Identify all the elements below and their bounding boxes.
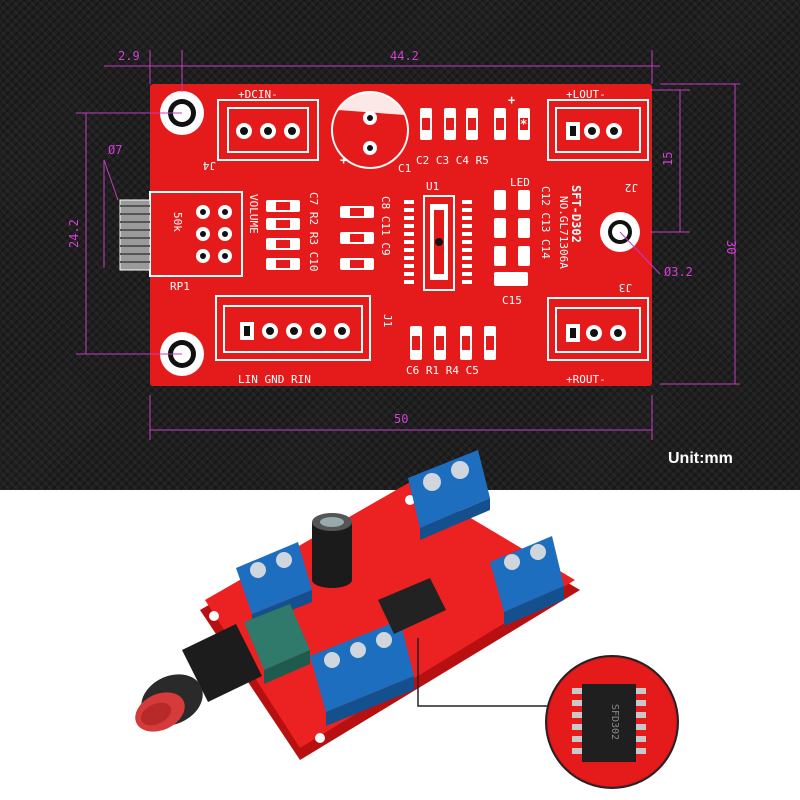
rp1-label: RP1 [170, 280, 190, 293]
capacitor-c1: + [331, 91, 409, 169]
dimension-lines [76, 50, 740, 440]
chip-u1-footprint [404, 195, 472, 291]
c15-label: C15 [502, 294, 522, 307]
dim-total-width: 50 [394, 412, 408, 426]
unit-label: Unit:mm [668, 450, 733, 467]
photo-chip [378, 578, 446, 634]
right-smd-column [494, 190, 530, 286]
dim-hole-dia2: Ø3.2 [664, 265, 693, 279]
dim-height-right: 30 [724, 240, 738, 254]
model-label: SFT-D302 [569, 185, 583, 243]
photo-capacitor [312, 513, 352, 588]
rout-label: +ROUT- [566, 373, 606, 386]
dim-hole-dia: Ø7 [108, 143, 122, 157]
photo-potentiometer [244, 604, 310, 684]
dim-hole-offset: 2.9 [118, 49, 140, 63]
photo-terminal-top [408, 450, 490, 540]
pcb-drawing: +DCIN- J4 + C1 + * C2 C3 C4 R5 LED [119, 84, 652, 386]
chip-marking: SFD302 [609, 704, 620, 740]
j1-label: J1 [381, 314, 394, 327]
potentiometer-rp1 [119, 191, 243, 277]
led-label: LED [510, 176, 530, 189]
dim-top-width: 44.2 [390, 49, 419, 63]
photo-knob [135, 624, 262, 732]
right-col-label: C12 C13 C14 [539, 186, 552, 259]
serial-label: NO.GL71306A [557, 196, 570, 269]
connector-j1 [215, 295, 371, 361]
connector-j2 [547, 99, 649, 161]
lout-label: +LOUT- [566, 88, 606, 101]
star-mark: * [520, 117, 527, 131]
dcin-label: +DCIN- [238, 88, 278, 101]
c1-label: C1 [398, 162, 411, 175]
j4-label: J4 [202, 159, 216, 172]
j2-label: J2 [625, 181, 638, 194]
dim-height-j2: 15 [661, 152, 675, 166]
plus-mark: + [508, 93, 515, 107]
bottom-row-label: C6 R1 R4 C5 [406, 364, 479, 377]
volume-label: VOLUME [247, 194, 260, 234]
dim-height-left: 24.2 [67, 219, 81, 248]
left-col-label: C7 R2 R3 C10 [307, 192, 320, 271]
j3-label: J3 [619, 281, 632, 294]
c1-plus-sign: + [340, 153, 347, 167]
chip-zoom-inset: SFD302 [545, 655, 679, 789]
top-caps-label: C2 C3 C4 R5 [416, 154, 489, 167]
u1-label: U1 [426, 180, 439, 193]
connector-j4 [217, 99, 319, 161]
lin-gnd-rin-label: LIN GND RIN [238, 373, 311, 386]
mid-col-label: C8 C11 C9 [379, 196, 392, 256]
pot-value-label: 50k [171, 212, 184, 232]
photo-terminal-front [310, 620, 414, 726]
photo-terminal-right [490, 536, 564, 626]
connector-j3 [547, 297, 649, 361]
board-photo [135, 450, 580, 760]
